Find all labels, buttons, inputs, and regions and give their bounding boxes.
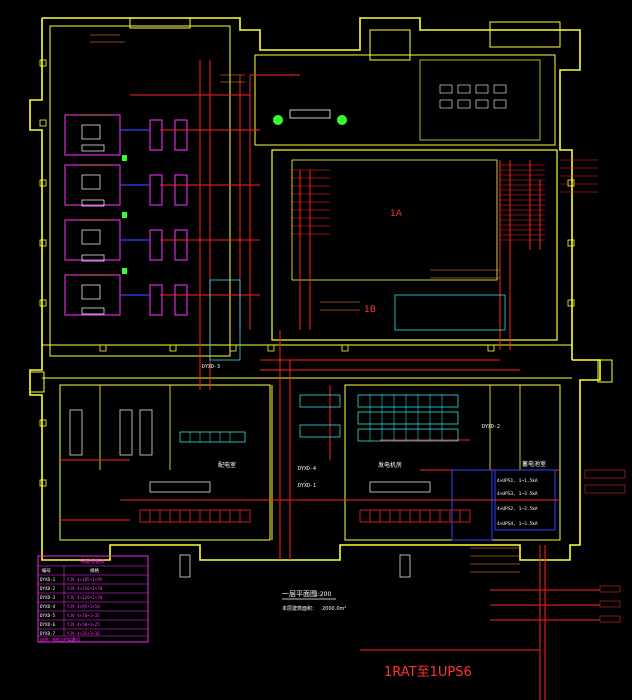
legend-row-id: DYXD-1 [40, 577, 56, 582]
room-1b-label: 1B [364, 305, 376, 315]
legend-row-spec: YJV-4×95+1×50 [67, 604, 100, 609]
cable-routes [60, 60, 600, 700]
legend-row-id: DYXD-3 [40, 595, 56, 600]
ups-d-tag: 4×UPS4, 1~3.5kA [497, 521, 538, 527]
dyxd2-tag: DYXD-2 [482, 424, 500, 430]
left-blue-connectors [120, 129, 150, 296]
desk-layout [439, 84, 507, 109]
annotation-ticks [80, 34, 520, 573]
ups-a-tag: 4×UPS1, 1~1.5kA [497, 478, 538, 484]
right-callouts [584, 469, 626, 623]
battery-rack-left [139, 509, 251, 523]
room-far-right-label: 蓄电池室 [522, 460, 546, 468]
legend-frame [37, 555, 149, 643]
building-walls [29, 17, 613, 561]
room-1a-label: 1A [390, 209, 403, 219]
cable-fanout-right [500, 159, 598, 241]
legend-row-id: DYXD-6 [40, 622, 56, 627]
cable-fanout-left [290, 169, 330, 235]
green-markers [122, 155, 127, 274]
area-note: 本层建筑面积： [282, 605, 317, 612]
dyxd4-tag: DYXD-4 [298, 466, 316, 472]
column-grid [39, 59, 575, 487]
area-value: 2000.0m² [322, 606, 346, 612]
drawing-scale: 1:200 [314, 591, 331, 598]
legend-row-spec: YJV-4×120+1×70 [67, 595, 103, 600]
plant-symbols [273, 109, 347, 125]
dyxd-tags: DYXD-3 DYXD-1 DYXD-2 DYXD-4 [202, 364, 500, 489]
legend-row-spec: YJV-4×150+1×70 [67, 586, 103, 591]
legend-row-spec: YJV-4×70+1×35 [67, 613, 100, 618]
dyxd3-tag: DYXD-3 [202, 364, 220, 370]
room-right-label: 发电机房 [378, 461, 402, 469]
battery-rack-right [359, 509, 471, 523]
bottom-route: 1RAT至1UPS6 [384, 665, 472, 680]
legend-col-id: 编号 [42, 567, 51, 574]
switchgear-rows [179, 279, 506, 443]
title-block: 一层平面图 1:200 本层建筑面积： 2000.0m² [282, 590, 346, 612]
left-equipment-inner [81, 124, 105, 315]
legend-row-id: DYXD-7 [40, 631, 56, 636]
legend-row-spec: YJV-4×185+1×95 [67, 577, 103, 582]
legend-col-spec: 规格 [90, 567, 99, 574]
ups-panels [451, 469, 556, 541]
legend-footer: 说明：电缆沿桥架敷设 [40, 636, 80, 642]
ups-labels: 4×UPS1, 1~1.5kA 4×UPS3, 1~3.5kA 4×UPS2, … [497, 478, 538, 527]
room-labels: 1A 1B 配电室 发电机房 蓄电池室 [218, 209, 546, 469]
room-left-label: 配电室 [218, 461, 236, 469]
legend-row-spec: YJV-4×50+1×25 [67, 622, 100, 627]
legend-header: 电缆规格表 [80, 558, 105, 565]
ups-c-tag: 4×UPS2, 1~3.5kA [497, 506, 538, 512]
legend-row-id: DYXD-2 [40, 586, 56, 591]
route-label: 1RAT至1UPS6 [384, 665, 472, 680]
dyxd1-tag: DYXD-1 [298, 483, 316, 489]
legend-row-id: DYXD-4 [40, 604, 56, 609]
legend-row-id: DYXD-5 [40, 613, 56, 618]
legend-row-spec: YJV-4×35+1×16 [67, 631, 100, 636]
switchgear-cells [189, 395, 443, 442]
drawing-title: 一层平面图 [282, 590, 317, 598]
battery-rack-mid [69, 409, 431, 578]
ups-b-tag: 4×UPS3, 1~3.5kA [497, 491, 538, 497]
